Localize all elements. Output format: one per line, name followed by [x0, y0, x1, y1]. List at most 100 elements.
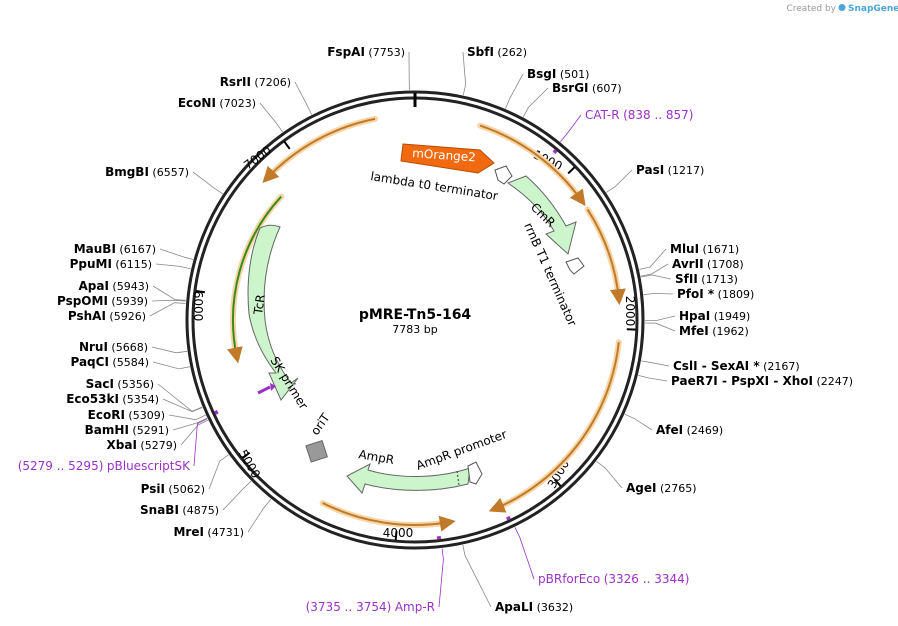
site-sbfi[interactable]: SbfI (262)	[467, 45, 527, 59]
site-rsrii[interactable]: RsrII (7206)	[220, 75, 291, 89]
label-name: FspAI	[327, 45, 365, 59]
label-position: (607)	[589, 82, 622, 95]
site-pasi[interactable]: PasI (1217)	[636, 163, 704, 177]
feature-ampr[interactable]	[346, 462, 471, 494]
site-eco53ki[interactable]: Eco53kI (5354)	[66, 392, 159, 406]
feature-label-tcr: TcR	[251, 293, 268, 316]
site-ecori[interactable]: EcoRI (5309)	[88, 408, 165, 422]
site-mfei[interactable]: MfeI (1962)	[679, 324, 749, 338]
site-nrui[interactable]: NruI (5668)	[79, 340, 148, 354]
feature-rrnb-t1-terminator[interactable]	[565, 257, 585, 275]
site-pfoi[interactable]: PfoI * (1809)	[677, 287, 754, 301]
site-fspai[interactable]: FspAI (7753)	[327, 45, 405, 59]
site-snabi[interactable]: SnaBI (4875)	[140, 503, 219, 517]
label-name: BmgBI	[105, 165, 149, 179]
site-agei[interactable]: AgeI (2765)	[626, 481, 697, 495]
site-psii[interactable]: PsiI (5062)	[141, 482, 205, 496]
site-bamhi[interactable]: BamHI (5291)	[85, 423, 169, 437]
tick-mark-3000	[553, 478, 562, 487]
site-bmgbi[interactable]: BmgBI (6557)	[105, 165, 189, 179]
label-position: (5584)	[109, 356, 149, 369]
feature-ampr-promoter[interactable]	[467, 461, 483, 485]
site-paqci[interactable]: PaqCI (5584)	[70, 355, 149, 369]
primer-pbluescriptsk[interactable]: (5279 .. 5295) pBluescriptSK	[18, 459, 191, 473]
site-leader-hpai	[645, 315, 676, 322]
label-position: (7023)	[216, 97, 256, 110]
orf-tcr[interactable]	[227, 195, 282, 364]
label-name: Amp-R	[395, 600, 435, 614]
site-leader-econi	[259, 102, 283, 133]
label-position: (501)	[556, 68, 589, 81]
label-name: PspXI	[731, 374, 769, 388]
site-label-snabi: SnaBI (4875)	[140, 503, 219, 517]
site-leader-sfii	[640, 274, 672, 280]
site-label-bsgi: BsgI (501)	[527, 67, 589, 81]
site-label-bamhi: BamHI (5291)	[85, 423, 169, 437]
site-leader-agei	[596, 460, 623, 489]
label-position: (4731)	[204, 526, 244, 539]
orf-ampr-lg[interactable]	[488, 342, 620, 513]
site-leader-avrii	[640, 263, 669, 277]
primer-mark-pbluescriptsk	[214, 409, 219, 415]
site-mlui[interactable]: MluI (1671)	[670, 242, 739, 256]
label-position: (2765)	[656, 482, 696, 495]
orf-top[interactable]	[479, 124, 586, 207]
site-saci[interactable]: SacI (5356)	[86, 377, 154, 391]
site-label-sbfi: SbfI (262)	[467, 45, 527, 59]
label-name: PasI	[636, 163, 664, 177]
site-csli[interactable]: CslI - SexAI * (2167)	[673, 359, 800, 373]
site-econi[interactable]: EcoNI (7023)	[178, 96, 256, 110]
orf-bottom[interactable]	[322, 502, 456, 532]
label-position: (3326 .. 3344)	[604, 572, 690, 586]
site-leader-afei	[624, 413, 653, 431]
site-bsgi[interactable]: BsgI (501)	[527, 67, 589, 81]
primer-cat-r[interactable]: CAT-R (838 .. 857)	[585, 108, 694, 122]
site-leader-psii	[208, 454, 229, 490]
site-avrii[interactable]: AvrII (1708)	[672, 257, 744, 271]
site-label-csli: CslI - SexAI * (2167)	[673, 359, 800, 373]
orf-bottom-glow	[319, 500, 453, 528]
site-pshai[interactable]: PshAI (5926)	[68, 309, 146, 323]
label-name: CslI	[673, 359, 698, 373]
orf-left[interactable]	[262, 117, 376, 183]
site-paer7i[interactable]: PaeR7I - PspXI - XhoI (2247)	[671, 374, 853, 388]
site-mrei[interactable]: MreI (4731)	[173, 525, 244, 539]
site-label-sfii: SfII (1713)	[675, 272, 738, 286]
tick-label-6000: 6000	[191, 291, 205, 322]
tick-mark-7000	[283, 141, 291, 150]
primer-leader-cat-r	[560, 114, 582, 143]
site-maubi[interactable]: MauBI (6167)	[74, 242, 156, 256]
site-sfii[interactable]: SfII (1713)	[675, 272, 738, 286]
site-hpai[interactable]: HpaI (1949)	[679, 309, 750, 323]
site-ppumi[interactable]: PpuMI (6115)	[70, 257, 152, 271]
label-position: (2167)	[763, 360, 800, 373]
site-apai[interactable]: ApaI (5943)	[78, 279, 149, 293]
label-name: MreI	[173, 525, 203, 539]
snapgene-logo-icon	[838, 4, 846, 11]
site-bsrgi[interactable]: BsrGI (607)	[552, 81, 622, 95]
feature-morange2[interactable]: mOrange2	[400, 143, 495, 174]
primer-mark-pbrforeco	[505, 515, 511, 521]
label-name: PshAI	[68, 309, 106, 323]
site-leader-bamhi	[172, 417, 208, 431]
site-leader-pspomi	[151, 299, 186, 302]
site-pspomi[interactable]: PspOMI (5939)	[57, 294, 148, 308]
site-afei[interactable]: AfeI (2469)	[656, 423, 723, 437]
site-xbai[interactable]: XbaI (5279)	[107, 438, 177, 452]
site-label-bsrgi: BsrGI (607)	[552, 81, 622, 95]
primer-label-cat-r: CAT-R (838 .. 857)	[585, 108, 694, 122]
primer-pbrforeco[interactable]: pBRforEco (3326 .. 3344)	[538, 572, 689, 586]
site-apali[interactable]: ApaLI (3632)	[495, 600, 573, 614]
primer-label-amp-r: (3735 .. 3754) Amp-R	[306, 600, 435, 614]
site-leader-ecori	[168, 414, 206, 421]
site-label-nrui: NruI (5668)	[79, 340, 148, 354]
orf-cmr[interactable]	[586, 208, 626, 306]
feature-orit[interactable]	[305, 439, 328, 463]
plasmid-name: pMRE-Tn5-164	[359, 307, 472, 323]
feature-sk-primer[interactable]	[257, 383, 276, 395]
primer-amp-r[interactable]: (3735 .. 3754) Amp-R	[306, 600, 435, 614]
site-label-afei: AfeI (2469)	[656, 423, 723, 437]
feature-tcr[interactable]: TcR	[247, 224, 299, 401]
feature-lambda-t0-terminator[interactable]	[494, 165, 513, 185]
site-leader-sbfi	[462, 51, 467, 96]
